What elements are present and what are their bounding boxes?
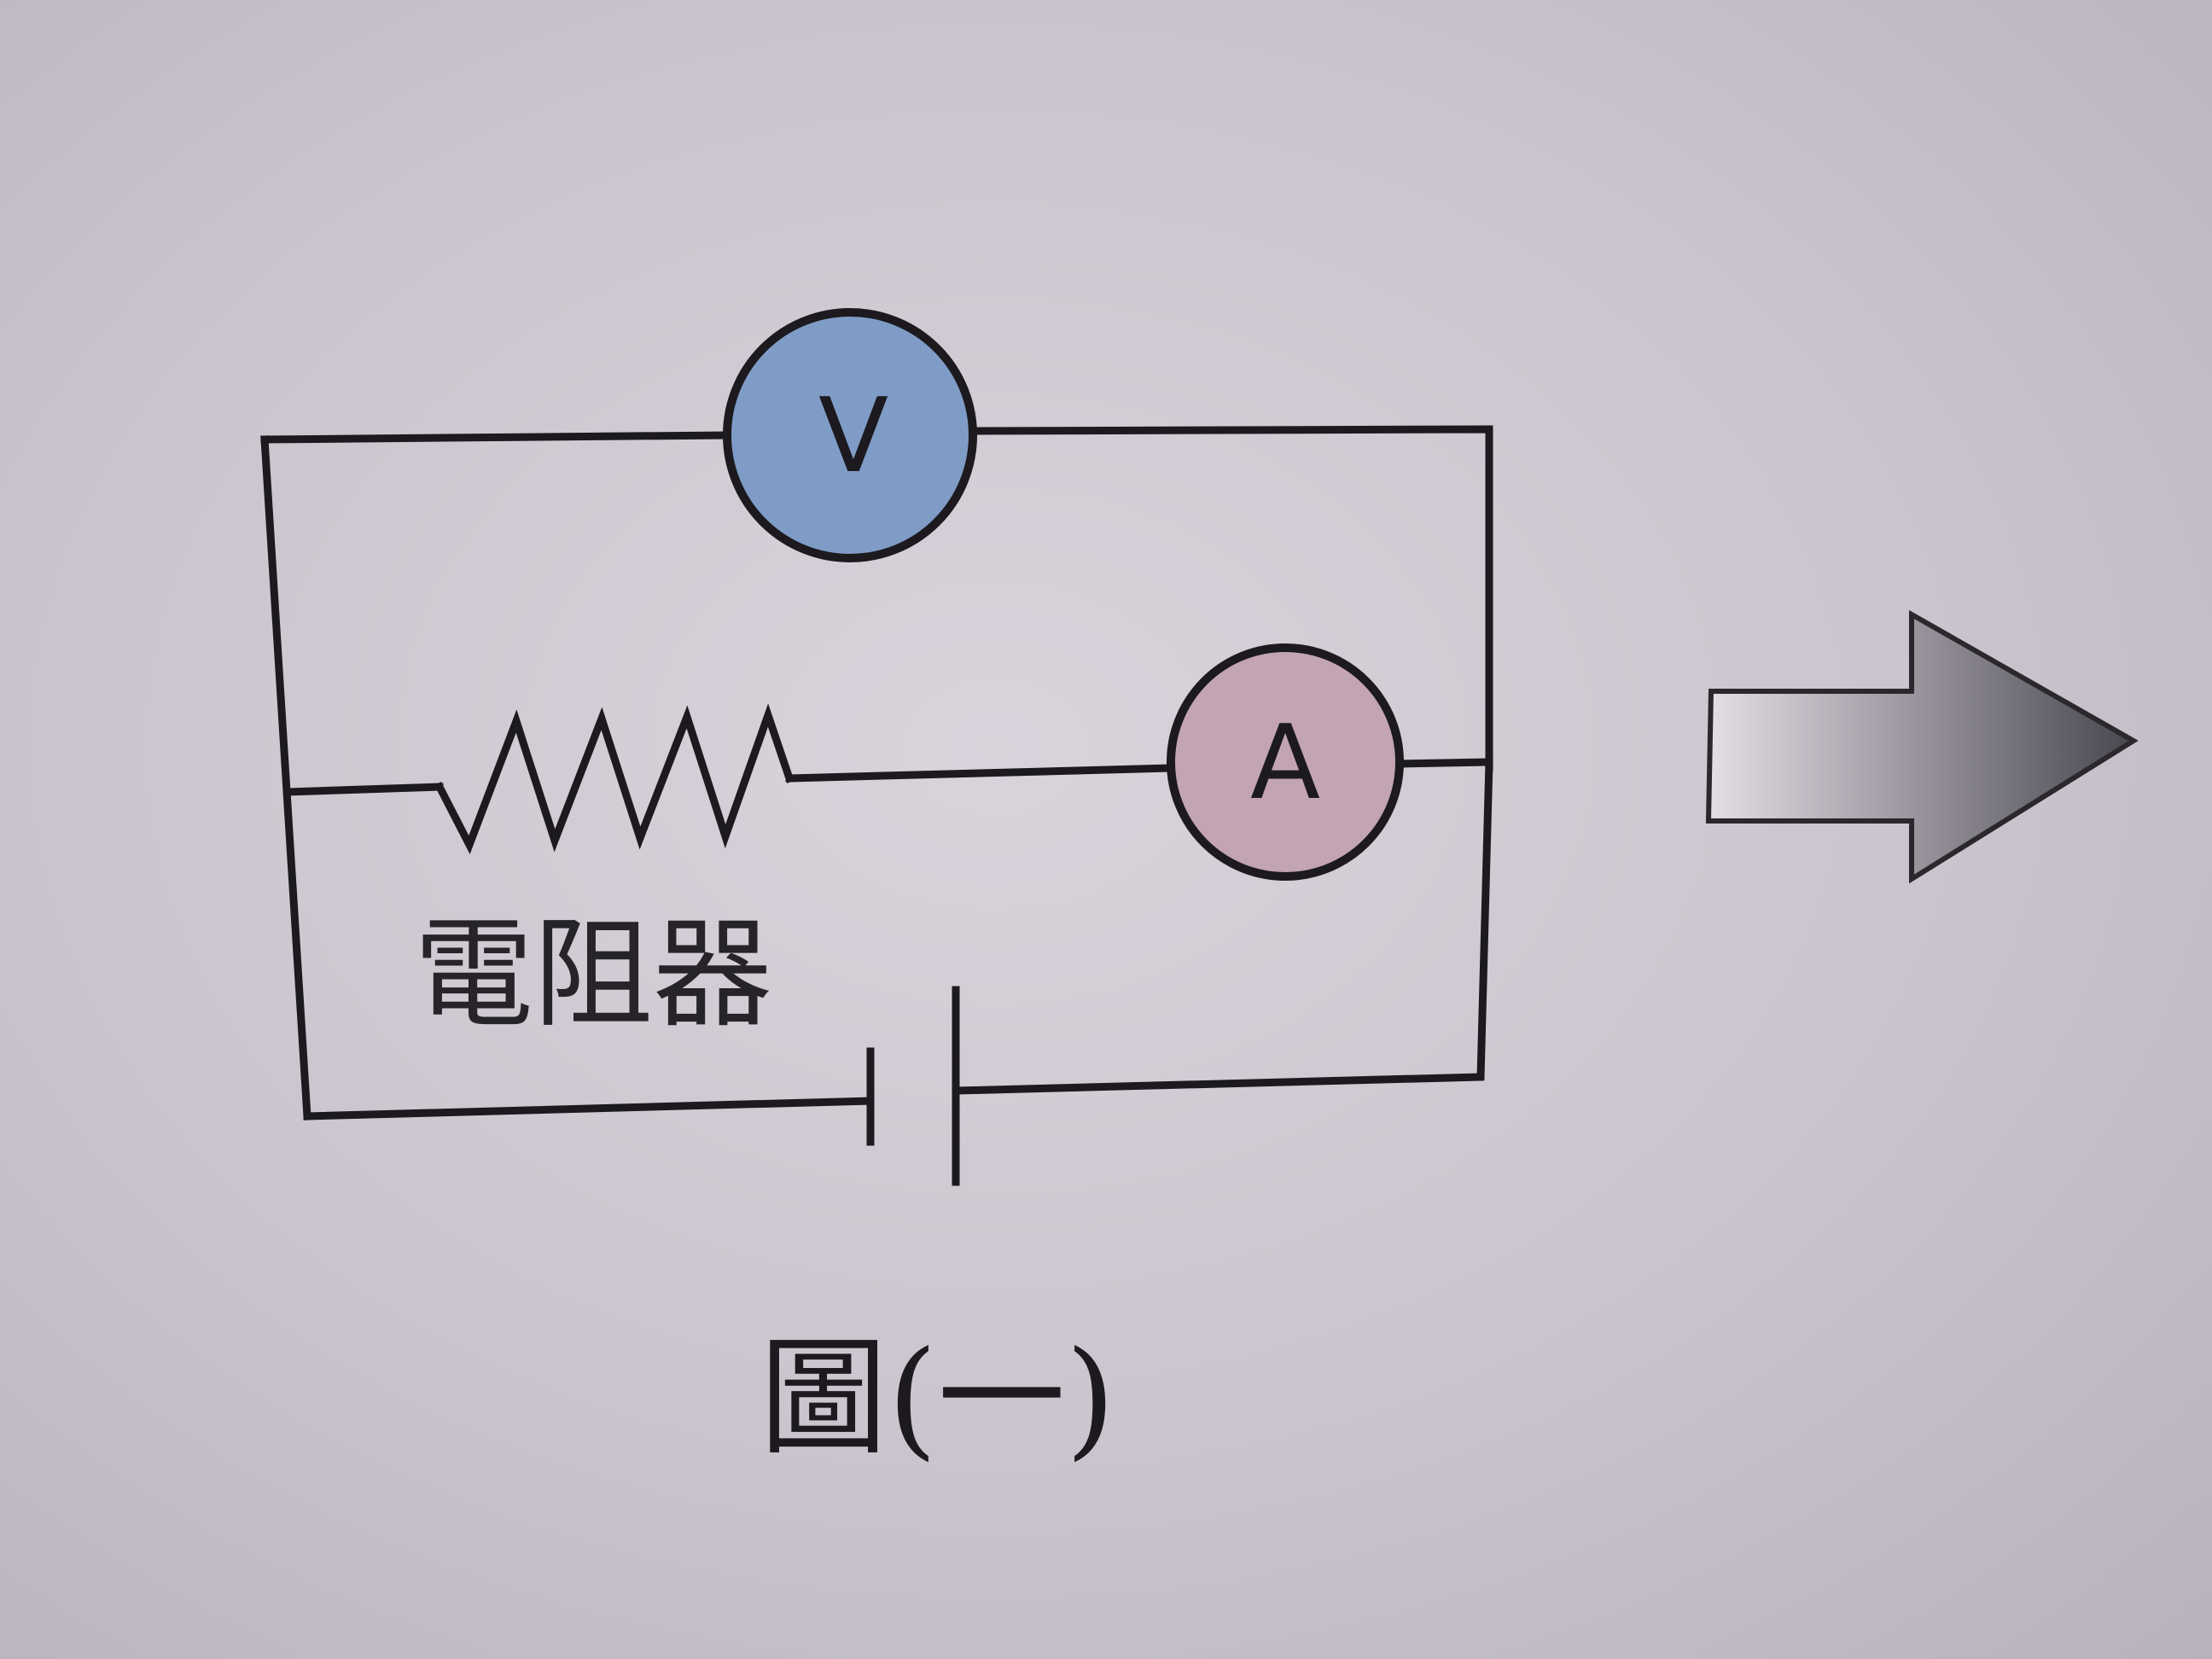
figure-caption: 圖(一) xyxy=(760,1324,1115,1473)
top-wire-right xyxy=(970,425,1493,772)
ammeter-symbol: A xyxy=(1250,704,1320,823)
right-arrow-icon xyxy=(1705,609,2139,884)
voltmeter: V xyxy=(723,308,977,562)
bottom-wire-left xyxy=(303,1097,875,1121)
ammeter-circle xyxy=(1167,643,1404,881)
right-wire xyxy=(953,758,1493,1095)
resistor-zigzag xyxy=(434,703,795,855)
middle-wire-right xyxy=(785,764,1175,783)
resistor-label: 電阻器 xyxy=(414,905,772,1045)
left-wire xyxy=(260,435,311,1121)
middle-wire-ammeter-right xyxy=(1395,758,1493,768)
top-wire-left xyxy=(260,431,730,444)
voltmeter-symbol: V xyxy=(818,377,888,496)
middle-wire-left xyxy=(284,783,444,796)
voltmeter-circle xyxy=(723,308,977,562)
ammeter: A xyxy=(1167,643,1404,881)
